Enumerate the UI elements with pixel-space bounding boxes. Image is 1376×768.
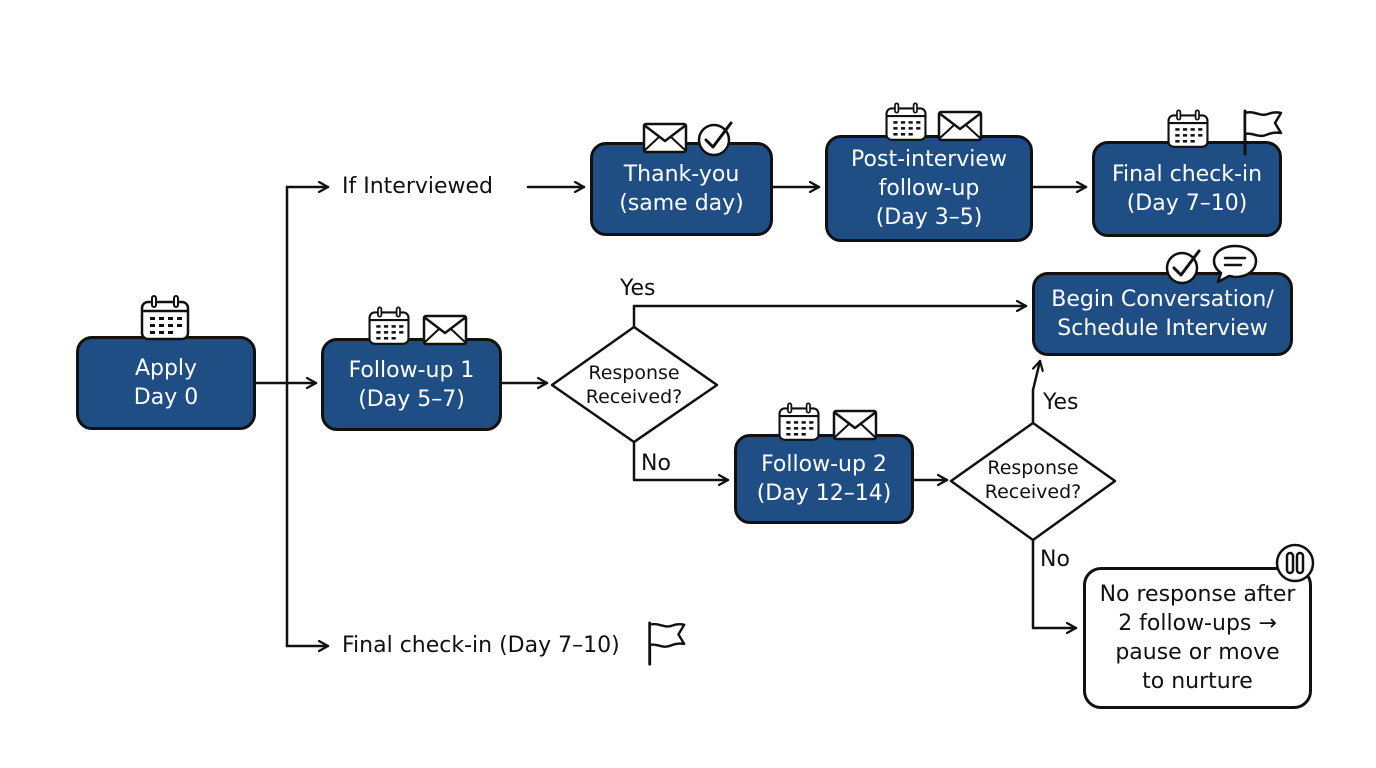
no-response-line2: 2 follow-ups → bbox=[1118, 611, 1277, 636]
calendar-icon bbox=[140, 295, 190, 341]
thankyou-line2: (same day) bbox=[619, 191, 744, 216]
begin-conversation-node: Begin Conversation/ Schedule Interview bbox=[1032, 272, 1293, 356]
begin-conversation-line2: Schedule Interview bbox=[1057, 316, 1268, 341]
decision1-line2: Received? bbox=[585, 386, 683, 408]
flag-icon bbox=[1243, 109, 1283, 156]
decision1-label: Response Received? bbox=[560, 361, 708, 409]
followup1-line1: Follow-up 1 bbox=[348, 357, 475, 383]
no-label-2: No bbox=[1040, 547, 1070, 572]
envelope-icon bbox=[642, 122, 688, 154]
final-checkin-top-line2: (Day 7–10) bbox=[1126, 191, 1248, 216]
post-interview-line1: Post-interview bbox=[851, 147, 1007, 172]
envelope-icon bbox=[832, 409, 878, 441]
decision2-line2: Received? bbox=[984, 481, 1082, 503]
decision2-diamond bbox=[949, 421, 1117, 542]
yes-label-2: Yes bbox=[1043, 390, 1079, 415]
no-response-line4: to nurture bbox=[1142, 669, 1253, 694]
followup1-line2: (Day 5–7) bbox=[358, 386, 465, 412]
pause-icon bbox=[1275, 543, 1315, 583]
arrow-decision1-yes bbox=[632, 306, 1028, 329]
followup2-line1: Follow-up 2 bbox=[761, 452, 887, 477]
arrow-decision1-no bbox=[632, 440, 730, 480]
decision1-line1: Response bbox=[588, 362, 680, 384]
decision2-line1: Response bbox=[987, 457, 1079, 479]
followup2-line2: (Day 12–14) bbox=[756, 481, 892, 506]
post-interview-line3: (Day 3–5) bbox=[875, 205, 983, 230]
decision2-label: Response Received? bbox=[959, 456, 1107, 504]
checkmark-icon bbox=[1165, 249, 1201, 285]
checkmark-icon bbox=[697, 121, 733, 157]
apply-node: Apply Day 0 bbox=[76, 336, 256, 430]
begin-conversation-line1: Begin Conversation/ bbox=[1051, 287, 1274, 312]
calendar-icon bbox=[778, 402, 820, 441]
thankyou-line1: Thank-you bbox=[623, 162, 740, 187]
thankyou-node: Thank-you (same day) bbox=[590, 142, 773, 236]
final-checkin-top-line1: Final check-in bbox=[1111, 162, 1263, 187]
no-response-node: No response after 2 follow-ups → pause o… bbox=[1083, 567, 1312, 709]
yes-label-1: Yes bbox=[620, 276, 656, 301]
arrow-decision2-no bbox=[1031, 538, 1078, 628]
post-interview-line2: follow-up bbox=[878, 176, 980, 201]
no-response-line3: pause or move bbox=[1115, 640, 1280, 665]
no-response-line1: No response after bbox=[1099, 582, 1296, 607]
apply-line2: Day 0 bbox=[133, 385, 199, 410]
envelope-icon bbox=[937, 110, 983, 142]
arrow-decision2-yes bbox=[1031, 359, 1040, 425]
if-interviewed-label: If Interviewed bbox=[342, 174, 494, 199]
followup1-node: Follow-up 1 (Day 5–7) bbox=[321, 338, 502, 431]
calendar-icon bbox=[885, 102, 927, 141]
calendar-icon bbox=[368, 306, 410, 345]
decision1-diamond bbox=[550, 325, 719, 444]
no-label-1: No bbox=[641, 451, 671, 476]
flag-icon bbox=[648, 621, 686, 666]
chat-bubble-icon bbox=[1212, 244, 1258, 284]
calendar-icon bbox=[1167, 109, 1209, 148]
followup2-node: Follow-up 2 (Day 12–14) bbox=[734, 434, 914, 524]
post-interview-node: Post-interview follow-up (Day 3–5) bbox=[825, 135, 1033, 242]
envelope-icon bbox=[422, 314, 468, 346]
final-checkin-bottom-label: Final check-in (Day 7–10) bbox=[342, 633, 620, 658]
apply-line1: Apply bbox=[134, 356, 198, 381]
